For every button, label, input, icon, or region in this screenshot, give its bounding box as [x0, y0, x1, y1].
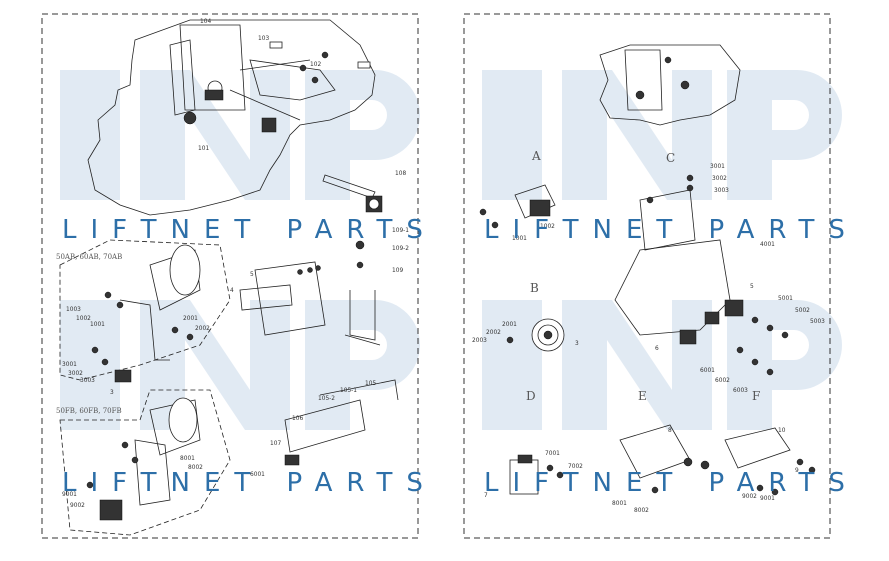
- svg-text:3: 3: [110, 388, 114, 396]
- svg-text:104: 104: [200, 17, 211, 25]
- svg-text:105: 105: [365, 379, 376, 387]
- svg-text:5: 5: [750, 282, 754, 290]
- svg-text:1001: 1001: [90, 320, 105, 328]
- relay-d: 7001 7002 7: [484, 449, 583, 499]
- svg-text:4: 4: [230, 286, 234, 294]
- svg-text:9002: 9002: [70, 501, 85, 509]
- svg-text:105-1: 105-1: [340, 386, 357, 394]
- svg-text:5: 5: [250, 270, 254, 278]
- svg-text:3003: 3003: [714, 186, 729, 194]
- svg-text:8: 8: [668, 426, 672, 434]
- svg-text:9001: 9001: [760, 494, 775, 502]
- svg-text:109-1: 109-1: [392, 226, 409, 234]
- svg-text:10: 10: [778, 426, 786, 434]
- svg-text:6: 6: [655, 344, 659, 352]
- svg-text:2002: 2002: [195, 324, 210, 332]
- svg-text:LIFTNET PARTS: LIFTNET PARTS: [484, 468, 859, 498]
- svg-text:A: A: [531, 149, 541, 163]
- svg-text:8002: 8002: [634, 506, 649, 514]
- svg-text:107: 107: [270, 439, 281, 447]
- svg-text:2001: 2001: [183, 314, 198, 322]
- svg-text:1003: 1003: [66, 305, 81, 313]
- svg-text:6003: 6003: [733, 386, 748, 394]
- svg-text:8001: 8001: [180, 454, 195, 462]
- svg-text:5002: 5002: [795, 306, 810, 314]
- svg-text:3: 3: [575, 339, 579, 347]
- svg-text:2003: 2003: [472, 336, 487, 344]
- horn: 2001 2002 2003 3: [472, 318, 579, 352]
- svg-text:F: F: [752, 389, 760, 403]
- svg-text:4001: 4001: [760, 240, 775, 248]
- controller-f: 10 9001 9002 9: [724, 426, 816, 502]
- svg-text:7001: 7001: [545, 449, 560, 457]
- svg-text:7002: 7002: [568, 462, 583, 470]
- svg-text:50FB, 60FB, 70FB: 50FB, 60FB, 70FB: [56, 407, 122, 415]
- svg-text:5003: 5003: [810, 317, 825, 325]
- relay-a: 1001 1002: [479, 184, 556, 242]
- svg-text:102: 102: [310, 60, 321, 68]
- svg-text:3003: 3003: [80, 376, 95, 384]
- svg-text:1002: 1002: [76, 314, 91, 322]
- truck-body-outline-right: A C B D E F: [526, 44, 760, 403]
- svg-text:103: 103: [258, 34, 269, 42]
- svg-text:9: 9: [795, 466, 799, 474]
- svg-text:105-2: 105-2: [318, 394, 335, 402]
- svg-text:LIFTNET PARTS: LIFTNET PARTS: [484, 215, 859, 245]
- svg-text:3001: 3001: [62, 360, 77, 368]
- svg-text:C: C: [666, 151, 675, 165]
- svg-text:3001: 3001: [710, 162, 725, 170]
- svg-text:6001: 6001: [700, 366, 715, 374]
- svg-text:5001: 5001: [778, 294, 793, 302]
- svg-text:LIFTNET PARTS: LIFTNET PARTS: [62, 215, 437, 245]
- mounting-plate: 5 4: [230, 261, 326, 336]
- fuse-box: 106 105 105-1 105-2 107 6001: [250, 379, 399, 478]
- svg-text:D: D: [526, 389, 536, 403]
- svg-text:109: 109: [392, 266, 403, 274]
- svg-text:E: E: [638, 389, 647, 403]
- svg-text:2002: 2002: [486, 328, 501, 336]
- relay-group-a: 50AB, 60AB, 70AB 1003 1002 1001 2001 200…: [56, 239, 231, 396]
- svg-text:1001: 1001: [512, 234, 527, 242]
- svg-text:6002: 6002: [715, 376, 730, 384]
- svg-text:1002: 1002: [540, 222, 555, 230]
- truck-body-outline: [87, 19, 376, 216]
- callouts-top: 104 103 102 101: [198, 17, 321, 152]
- right-panel-border: [463, 13, 831, 539]
- svg-text:9002: 9002: [742, 492, 757, 500]
- svg-text:9001: 9001: [62, 490, 77, 498]
- relay-bracket: 3001 3002 3003 4001 5 5001 5002 5003 6 6…: [614, 162, 825, 394]
- watermark-tagline: LIFTNET PARTS LIFTNET PARTS LIFTNET PART…: [62, 215, 859, 498]
- svg-text:3002: 3002: [712, 174, 727, 182]
- cable-tie-assembly: 108 109-1 109-2 109: [322, 169, 409, 346]
- svg-text:6001: 6001: [250, 470, 265, 478]
- svg-text:101: 101: [198, 144, 209, 152]
- svg-text:50AB, 60AB, 70AB: 50AB, 60AB, 70AB: [56, 253, 122, 261]
- svg-text:8002: 8002: [188, 463, 203, 471]
- svg-text:3002: 3002: [68, 369, 83, 377]
- svg-text:106: 106: [292, 414, 303, 422]
- svg-text:B: B: [530, 281, 539, 295]
- svg-text:2001: 2001: [502, 320, 517, 328]
- svg-text:109-2: 109-2: [392, 244, 409, 252]
- svg-text:LIFTNET PARTS: LIFTNET PARTS: [62, 468, 437, 498]
- relay-group-b: 50FB, 60FB, 70FB 8001 8002 9001 9002: [56, 389, 231, 536]
- svg-text:108: 108: [395, 169, 406, 177]
- svg-text:7: 7: [484, 491, 488, 499]
- svg-text:8001: 8001: [612, 499, 627, 507]
- controller-e: 8 8001 8002: [612, 424, 710, 514]
